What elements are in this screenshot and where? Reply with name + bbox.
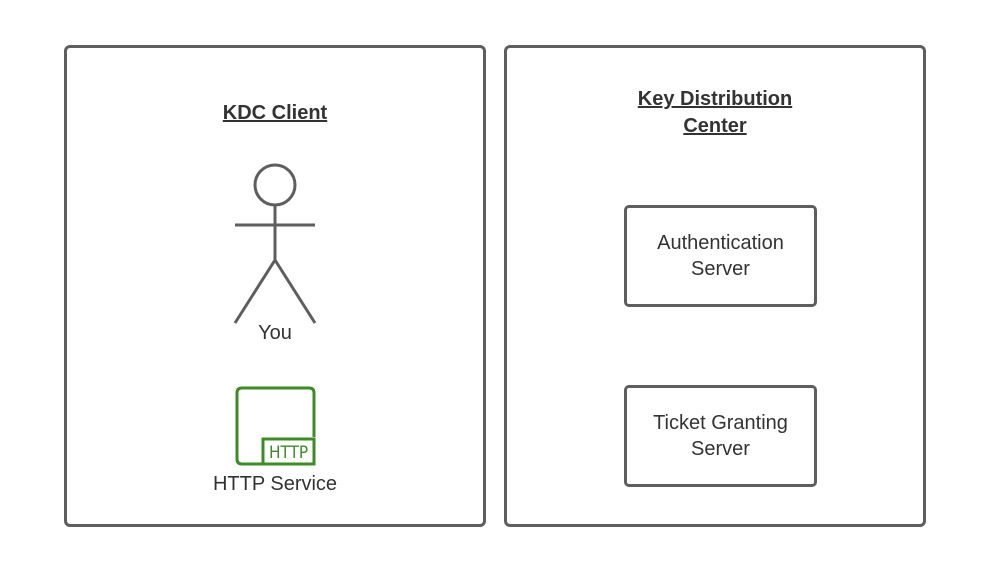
kdc-title: Key Distribution Center — [504, 86, 926, 140]
node-label-line1: Authentication — [657, 232, 784, 254]
user-actor-icon — [233, 163, 317, 324]
actor-label: You — [258, 322, 292, 344]
kdc-client-title: KDC Client — [222, 102, 328, 124]
node-label-line1: Ticket Granting — [653, 412, 788, 434]
http-service-label: HTTP Service — [212, 473, 338, 495]
http-badge: HTTP — [269, 443, 308, 463]
kdc-title-line2: Center — [683, 115, 747, 137]
node-label-line2: Server — [691, 258, 750, 280]
http-service-icon: HTTP — [235, 386, 316, 466]
node-label-line2: Server — [691, 438, 750, 460]
kdc-title-line1: Key Distribution — [637, 88, 793, 110]
kdc-container — [504, 45, 926, 527]
